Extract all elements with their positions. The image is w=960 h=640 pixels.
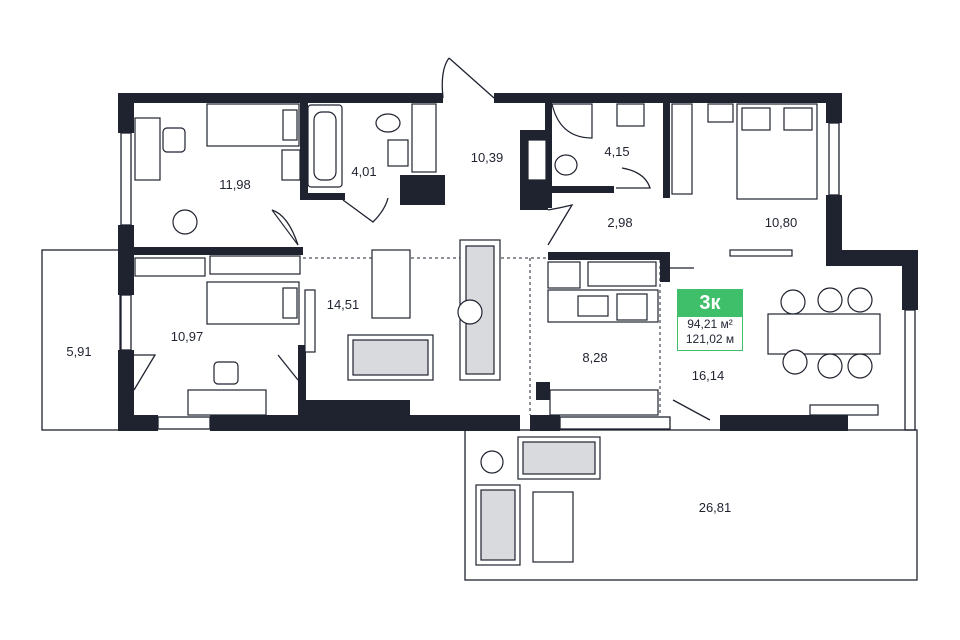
area-label-terrace: 26,81 (699, 500, 732, 515)
bathroom-1-fixtures (307, 103, 437, 188)
kitchen-furniture (547, 261, 659, 416)
area-labels: 11,98 4,01 10,39 4,15 2,98 10,80 14,51 1… (66, 144, 797, 515)
area-label-bedroom-2: 10,97 (171, 329, 204, 344)
area-label-bathroom-1: 4,01 (351, 164, 376, 179)
entrance-door (441, 57, 495, 99)
terrace-furniture (475, 436, 601, 566)
master-bedroom-furniture (671, 103, 818, 257)
living-furniture (347, 239, 501, 381)
area-label-dining: 16,14 (692, 368, 725, 383)
area-label-hallway: 10,39 (471, 150, 504, 165)
area-label-bedroom-1: 11,98 (219, 177, 251, 192)
apartment-badge: 3к 94,21 м² 121,02 м (677, 289, 743, 351)
bedroom-2-furniture (134, 255, 316, 416)
zone-dividers (303, 257, 661, 415)
badge-rooms: 3к (678, 290, 742, 317)
area-label-master-bedroom: 10,80 (765, 215, 798, 230)
area-label-corridor: 2,98 (607, 215, 632, 230)
area-label-balcony-left: 5,91 (66, 344, 91, 359)
balcony-left-outline (41, 249, 121, 431)
area-label-bathroom-2: 4,15 (604, 144, 629, 159)
walls (118, 93, 918, 431)
area-label-kitchen: 8,28 (582, 350, 607, 365)
door-swings (133, 167, 711, 421)
bathroom-2-fixtures (527, 103, 645, 181)
bedroom-1-furniture (134, 103, 301, 235)
dining-furniture (767, 287, 881, 416)
windows (120, 122, 916, 431)
terrace-outline (464, 429, 918, 581)
area-label-living: 14,51 (327, 297, 360, 312)
badge-living-area: 94,21 м² (687, 317, 733, 331)
badge-total-area: 121,02 м (685, 332, 735, 346)
